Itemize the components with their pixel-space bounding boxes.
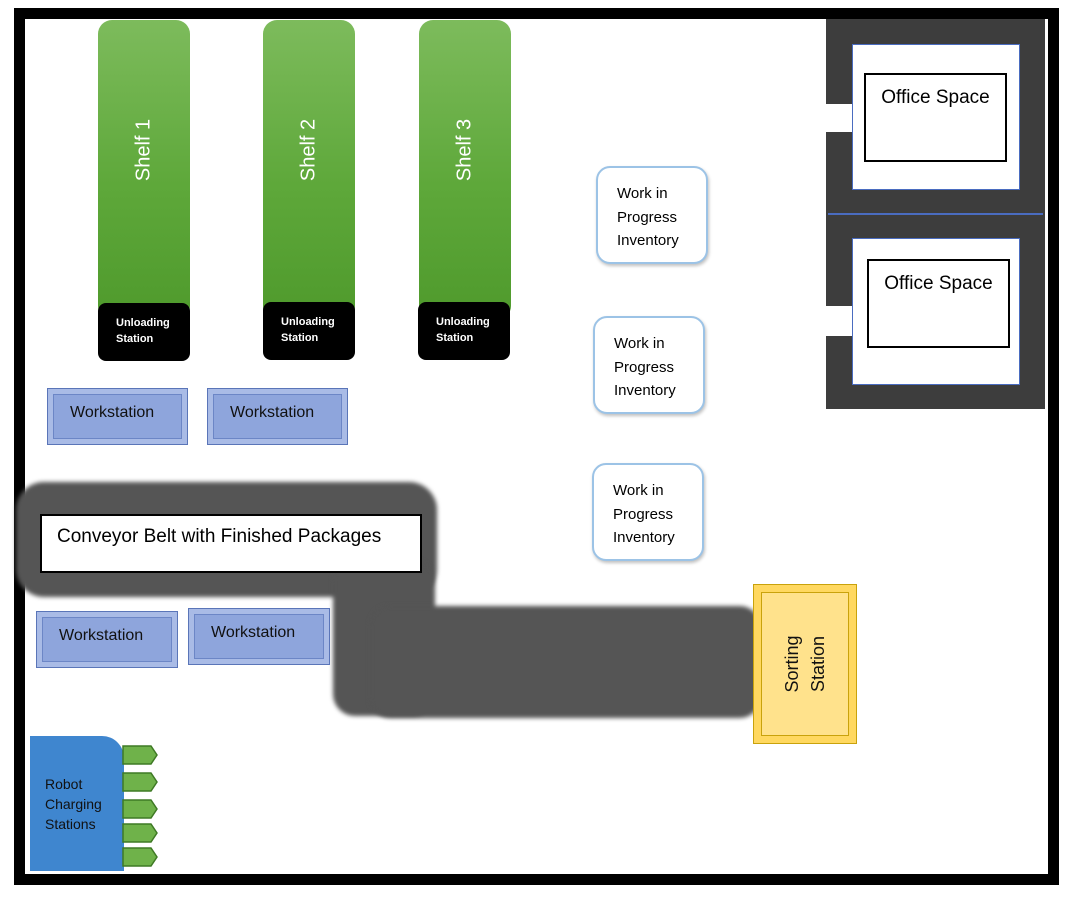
shelf-2: Shelf 2 [263, 20, 355, 320]
sorting-station-line2: Station [808, 635, 828, 693]
charging-line2: Charging [45, 796, 102, 812]
shelf-2-label: Shelf 2 [297, 118, 320, 182]
wip-inventory-1-line2: Progress [617, 208, 678, 226]
workstation-3-label: Workstation [59, 627, 144, 644]
charging-plug-3-icon [122, 799, 158, 819]
shelf-3-label: Shelf 3 [453, 118, 476, 182]
charging-line1: Robot [45, 776, 83, 792]
office-2-door [826, 306, 854, 336]
unloading-station-3: Unloading Station [418, 302, 510, 360]
office-divider [828, 213, 1043, 215]
wip-inventory-1: Work in Progress Inventory [596, 166, 708, 264]
charging-line3: Stations [45, 816, 96, 832]
workstation-3: Workstation [36, 611, 178, 668]
unloading-station-1-line1: Unloading [116, 317, 170, 329]
conveyor-belt-label-box: Conveyor Belt with Finished Packages [40, 514, 422, 573]
wip-inventory-2-line1: Work in [614, 335, 665, 352]
office-space-2-label: Office Space [884, 273, 993, 294]
wip-inventory-3: Work in Progress Inventory [592, 463, 704, 561]
robot-charging-stations: Robot Charging Stations [30, 736, 124, 871]
workstation-4-label: Workstation [211, 624, 296, 641]
unloading-station-2-line2: Station [281, 332, 319, 344]
charging-plug-2-icon [122, 772, 158, 792]
wip-inventory-1-line3: Inventory [617, 232, 679, 249]
charging-plug-5-icon [122, 847, 158, 867]
shelf-1-label: Shelf 1 [132, 118, 155, 182]
unloading-station-1-line2: Station [116, 333, 154, 345]
wip-inventory-2-line3: Inventory [614, 382, 676, 399]
workstation-4: Workstation [188, 608, 330, 665]
wip-inventory-3-line1: Work in [613, 482, 664, 499]
unloading-station-1: Unloading Station [98, 303, 190, 361]
unloading-station-2: Unloading Station [263, 302, 355, 360]
wip-inventory-2-line2: Progress [614, 358, 675, 376]
workstation-2: Workstation [207, 388, 348, 445]
shelf-1: Shelf 1 [98, 20, 190, 320]
sorting-station: Sorting Station [753, 584, 857, 744]
shelf-3: Shelf 3 [419, 20, 511, 320]
sorting-station-label: Sorting Station [779, 635, 831, 692]
workstation-2-label: Workstation [230, 404, 315, 421]
charging-plug-4-icon [122, 823, 158, 843]
conveyor-belt-label: Conveyor Belt with Finished Packages [57, 526, 382, 547]
wip-inventory-1-line1: Work in [617, 185, 668, 202]
wip-inventory-2: Work in Progress Inventory [593, 316, 705, 414]
unloading-station-2-line1: Unloading [281, 316, 335, 328]
office-space-2: Office Space [867, 259, 1010, 348]
wip-inventory-3-line3: Inventory [613, 529, 675, 546]
workstation-1: Workstation [47, 388, 188, 445]
sorting-station-line1: Sorting [782, 635, 802, 693]
wip-inventory-3-line2: Progress [613, 505, 674, 523]
unloading-station-3-line1: Unloading [436, 316, 490, 328]
office-1-door [826, 104, 854, 132]
office-space-1: Office Space [864, 73, 1007, 162]
office-space-1-label: Office Space [881, 87, 990, 108]
charging-plug-1-icon [122, 745, 158, 765]
unloading-station-3-line2: Station [436, 332, 474, 344]
conveyor-belt-lower [370, 606, 760, 718]
workstation-1-label: Workstation [70, 404, 155, 421]
